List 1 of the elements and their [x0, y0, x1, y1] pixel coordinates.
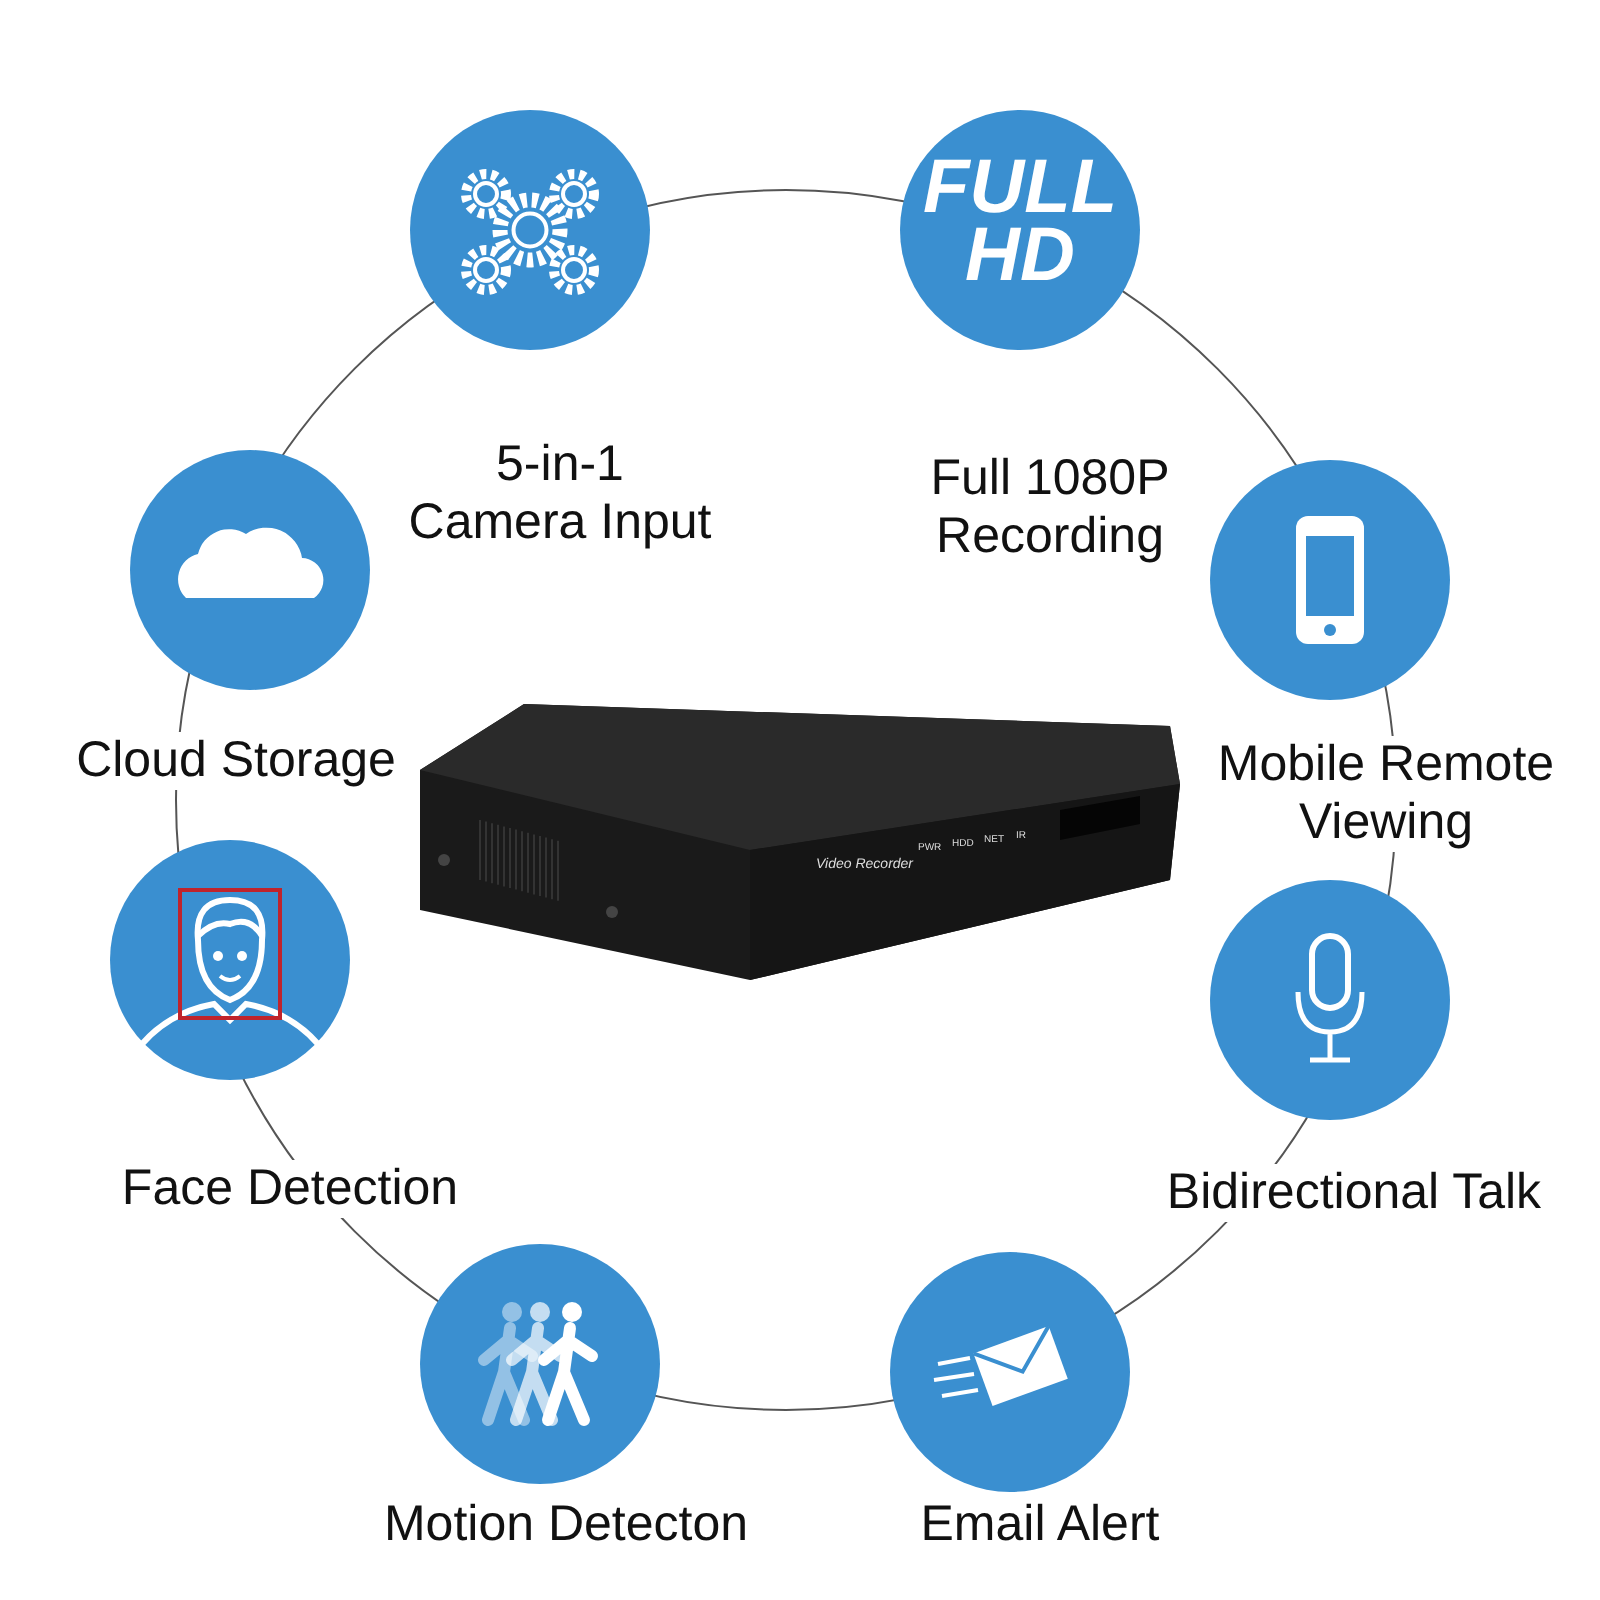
icon-text: FULL HD	[920, 154, 1120, 291]
